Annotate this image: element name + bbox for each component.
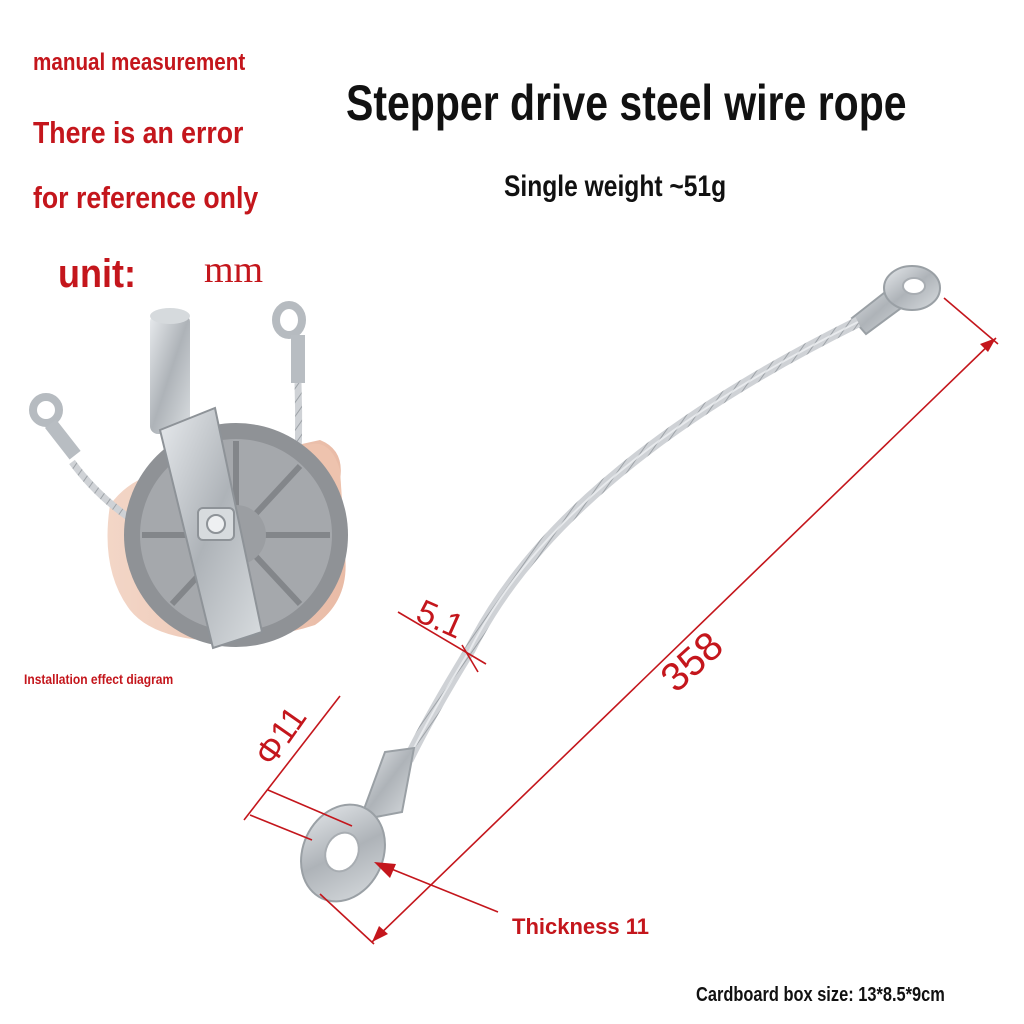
eyelet-diameter-label: Φ11: [247, 700, 314, 773]
bottom-eyelet: [300, 803, 386, 903]
inset-caption: Installation effect diagram: [24, 671, 174, 687]
length-arrow-top: [980, 338, 996, 352]
diameter-dim-line: [243, 695, 341, 821]
wire-rope: [300, 265, 941, 903]
inset-left-eyelet: [29, 393, 63, 427]
inset-right-eyelet: [272, 301, 306, 339]
note-error: There is an error: [33, 115, 244, 150]
steel-cable: [403, 317, 861, 763]
length-arrow-bottom: [372, 926, 388, 942]
wire-diameter-label: 5.1: [411, 593, 470, 647]
bottom-ferrule: [358, 746, 416, 822]
dimension-lines: [243, 297, 999, 945]
unit-label: unit:: [58, 252, 136, 296]
unit-value: mm: [204, 249, 264, 291]
box-size-text: Cardboard box size: 13*8.5*9cm: [696, 984, 945, 1006]
length-label: 358: [653, 623, 732, 700]
wire-dim-line: [397, 611, 487, 665]
installation-photo: [29, 301, 348, 650]
note-manual-measurement: manual measurement: [33, 49, 246, 76]
length-dim-line: [371, 337, 997, 943]
pulley-shaft: [150, 314, 190, 434]
thickness-arrow-line: [383, 865, 499, 913]
thickness-label: Thickness 11: [512, 914, 649, 939]
page-title: Stepper drive steel wire rope: [346, 75, 907, 131]
top-eyelet: [850, 265, 941, 336]
note-reference-only: for reference only: [33, 180, 259, 215]
weight-subtitle: Single weight ~51g: [504, 170, 727, 203]
